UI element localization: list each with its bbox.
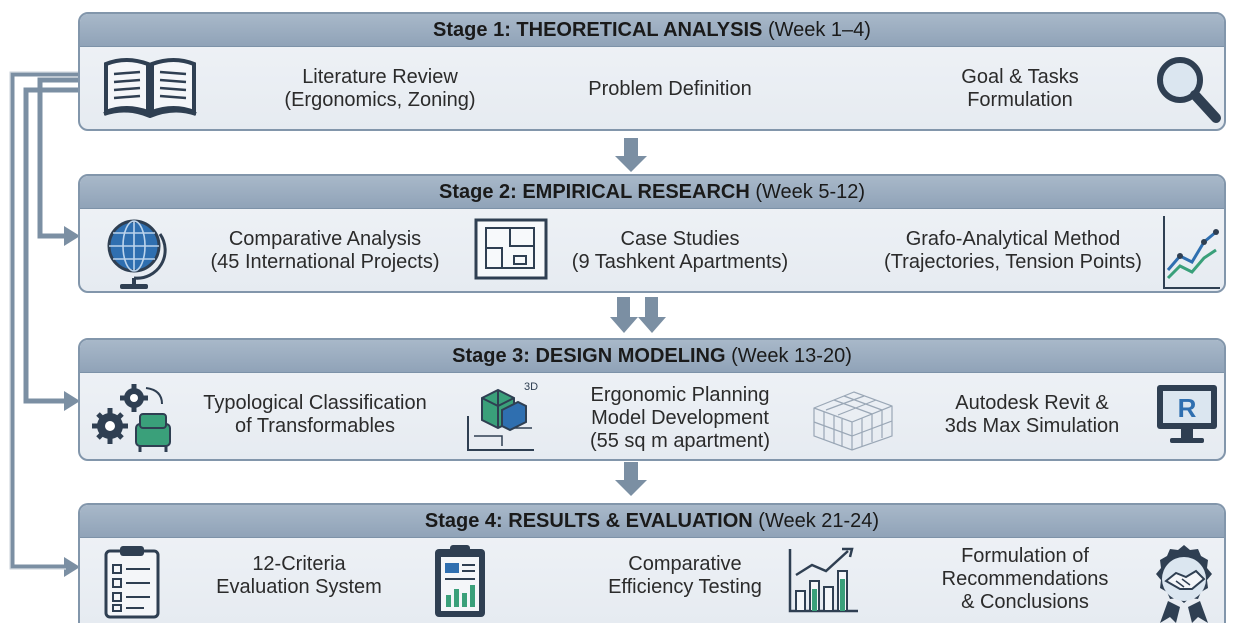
globe-icon xyxy=(104,216,168,291)
magnifier-icon xyxy=(1154,54,1222,129)
item-autodesk-simulation: Autodesk Revit &3ds Max Simulation xyxy=(944,392,1120,437)
line-graph-icon xyxy=(1160,212,1222,291)
bar-chart-icon xyxy=(786,545,862,620)
stage-2-header: Stage 2: EMPIRICAL RESEARCH (Week 5-12) xyxy=(80,176,1224,209)
stage-2-panel: Stage 2: EMPIRICAL RESEARCH (Week 5-12) … xyxy=(78,174,1226,293)
3d-model-icon: 3D xyxy=(462,376,548,459)
checklist-icon xyxy=(102,543,162,623)
stage-1-panel: Stage 1: THEORETICAL ANALYSIS (Week 1–4)… xyxy=(78,12,1226,131)
arrow-1-2 xyxy=(615,138,647,172)
left-arrow-heads xyxy=(64,226,80,577)
item-problem-definition: Problem Definition xyxy=(588,78,752,100)
arrow-2-3a xyxy=(610,297,638,333)
item-grafo-analytical: Grafo-Analytical Method(Trajectories, Te… xyxy=(884,228,1142,273)
stage-1-header: Stage 1: THEORETICAL ANALYSIS (Week 1–4) xyxy=(80,14,1224,47)
stage-4-panel: Stage 4: RESULTS & EVALUATION (Week 21-2… xyxy=(78,503,1226,623)
wireframe-icon xyxy=(804,380,900,457)
arrow-2-3b xyxy=(638,297,666,333)
stage-4-header: Stage 4: RESULTS & EVALUATION (Week 21-2… xyxy=(80,505,1224,538)
revit-letter: R xyxy=(1178,393,1197,423)
left-bracket-arrows xyxy=(9,71,90,570)
item-case-studies: Case Studies(9 Tashkent Apartments) xyxy=(571,228,789,273)
down-arrows xyxy=(610,138,666,496)
stage-3-header: Stage 3: DESIGN MODELING (Week 13-20) xyxy=(80,340,1224,373)
revit-monitor-icon: R xyxy=(1154,382,1220,453)
gears-chair-icon xyxy=(90,380,174,459)
arrow-3-4 xyxy=(615,462,647,496)
stage-3-panel: Stage 3: DESIGN MODELING (Week 13-20) Ty… xyxy=(78,338,1226,461)
item-literature-review: Literature Review(Ergonomics, Zoning) xyxy=(284,66,476,111)
item-comparative-analysis: Comparative Analysis(45 International Pr… xyxy=(210,228,440,273)
floor-plan-icon xyxy=(472,216,550,287)
3d-badge: 3D xyxy=(524,381,538,393)
handshake-award-icon xyxy=(1146,541,1222,623)
report-clipboard-icon xyxy=(432,543,488,623)
book-icon xyxy=(102,56,198,123)
